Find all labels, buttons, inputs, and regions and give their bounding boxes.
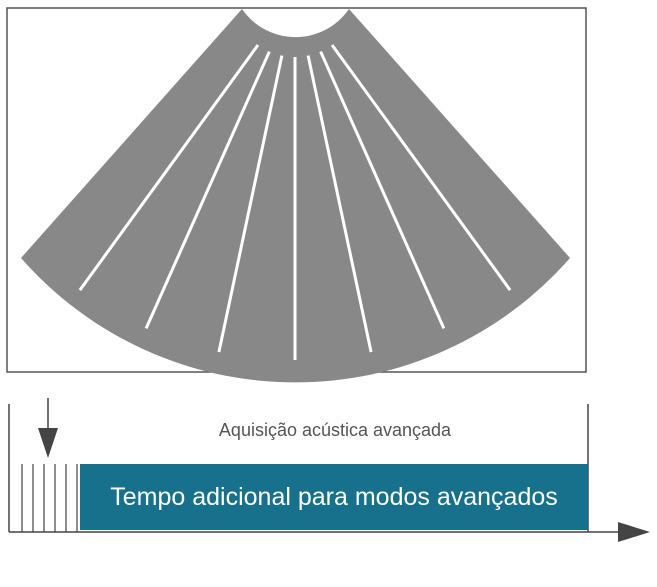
sector-divider — [78, 44, 260, 291]
time-axis-arrowhead — [618, 522, 650, 542]
sector-dividers — [78, 44, 512, 360]
sector-divider — [144, 50, 271, 329]
extra-time-label: Tempo adicional para modos avançados — [110, 483, 558, 511]
sector-divider — [319, 50, 446, 329]
trigger-arrow-head — [38, 428, 58, 458]
sector-divider — [330, 44, 512, 291]
extra-time-bar — [80, 464, 588, 530]
acquisition-label: Aquisição acústica avançada — [218, 420, 452, 440]
sector-divider — [217, 55, 284, 353]
sector-divider — [306, 55, 373, 353]
timeline — [8, 398, 650, 542]
scan-sector — [21, 9, 570, 383]
pulse-marks — [21, 464, 78, 532]
